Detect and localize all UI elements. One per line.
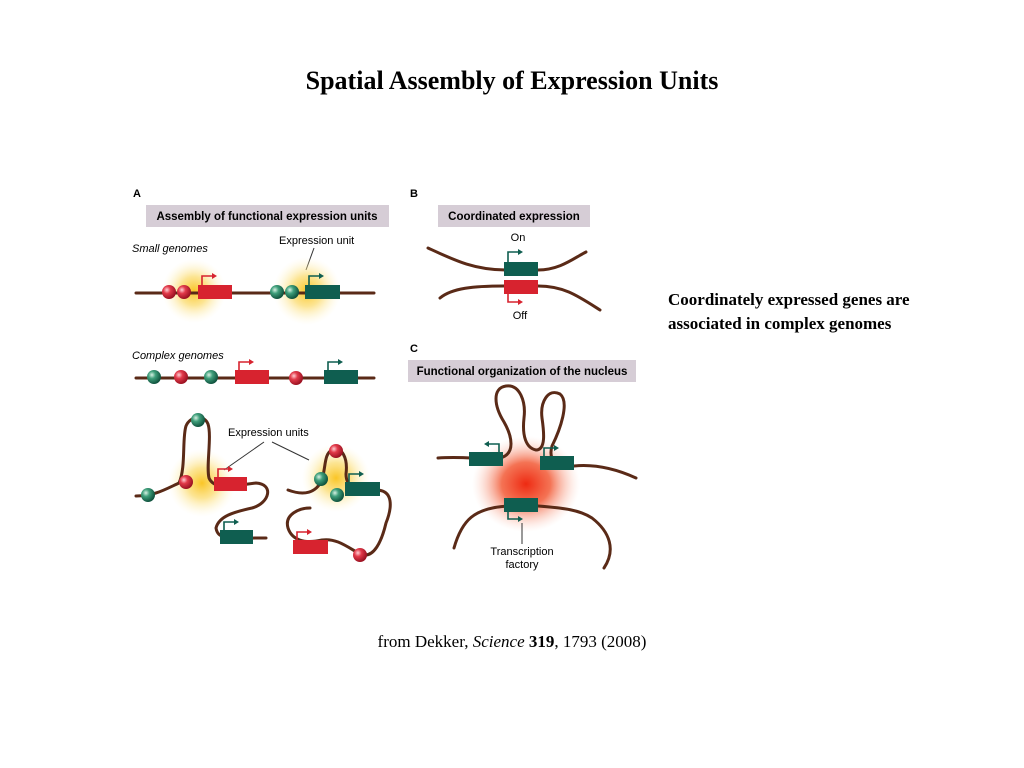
- dekker-figure: A Assembly of functional expression unit…: [124, 178, 644, 588]
- transcription-factory-glow: [472, 436, 580, 532]
- gene-on: [504, 262, 538, 276]
- panel-b-header: Coordinated expression: [448, 211, 580, 223]
- panel-c-header-bg: [408, 360, 636, 382]
- panel-c-header: Functional organization of the nucleus: [417, 366, 628, 378]
- enhancer-green: [330, 488, 344, 502]
- promoter-arrow-green: [308, 275, 320, 285]
- enhancer-red: [174, 370, 188, 384]
- gene-green: [324, 370, 358, 384]
- panel-c: C Functional organization of the nucleus…: [408, 343, 638, 571]
- enhancer-green: [191, 413, 205, 427]
- enhancer-green: [147, 370, 161, 384]
- figure-svg: A Assembly of functional expression unit…: [132, 188, 638, 571]
- on-label: On: [511, 232, 526, 244]
- enhancer-green: [204, 370, 218, 384]
- enhancer-red: [162, 285, 176, 299]
- enhancer-red: [353, 548, 367, 562]
- gene-factory-left: [469, 452, 503, 466]
- panel-a-header-bg: [146, 205, 389, 227]
- panel-b-header-bg: [438, 205, 590, 227]
- off-label: Off: [513, 310, 528, 322]
- citation-prefix: from Dekker,: [377, 632, 473, 651]
- gene-red: [235, 370, 269, 384]
- citation: from Dekker, Science 319, 1793 (2008): [0, 632, 1024, 652]
- enhancer-red: [179, 475, 193, 489]
- enhancer-red: [177, 285, 191, 299]
- gene-green: [345, 482, 380, 496]
- enhancer-red: [289, 371, 303, 385]
- gene-green: [305, 285, 340, 299]
- dna-factory-lower: [452, 504, 612, 570]
- citation-journal: Science: [472, 632, 525, 651]
- gene-red: [198, 285, 232, 299]
- glow-3: [168, 449, 236, 517]
- citation-suffix: , 1793 (2008): [554, 632, 647, 651]
- panel-b: B Coordinated expression On Off: [410, 188, 602, 322]
- expression-unit-label: Expression unit: [279, 235, 354, 247]
- small-genomes-label: Small genomes: [132, 243, 208, 255]
- caption-line-1: Coordinately expressed genes are: [668, 290, 910, 309]
- panel-a-letter: A: [133, 188, 141, 200]
- gene-green: [220, 530, 253, 544]
- enhancer-green: [141, 488, 155, 502]
- gene-red: [293, 540, 328, 554]
- complex-genomes-label: Complex genomes: [132, 350, 224, 362]
- factory-label-line2: factory: [505, 559, 539, 571]
- factory-label-line1: Transcription: [490, 546, 553, 558]
- glow-1: [162, 259, 226, 323]
- slide-title: Spatial Assembly of Expression Units: [305, 66, 719, 95]
- enhancer-green: [314, 472, 328, 486]
- enhancer-green: [270, 285, 284, 299]
- dna-loop-left: [134, 416, 269, 540]
- panel-c-letter: C: [410, 343, 418, 355]
- gene-factory-bottom: [504, 498, 538, 512]
- gene-red: [214, 477, 247, 491]
- expression-units-label: Expression units: [228, 427, 309, 439]
- panel-a-header: Assembly of functional expression units: [156, 211, 377, 223]
- gene-factory-right: [540, 456, 574, 470]
- enhancer-red: [329, 444, 343, 458]
- panel-a: A Assembly of functional expression unit…: [132, 188, 392, 562]
- figure-caption: Coordinately expressed genes are associa…: [668, 288, 988, 336]
- citation-volume: 319: [528, 632, 555, 651]
- gene-off: [504, 280, 538, 294]
- enhancer-green: [285, 285, 299, 299]
- panel-b-letter: B: [410, 188, 418, 200]
- expression-units-pointer-right: [271, 441, 310, 461]
- promoter-arrow-red: [201, 275, 213, 285]
- caption-line-2: associated in complex genomes: [668, 314, 892, 333]
